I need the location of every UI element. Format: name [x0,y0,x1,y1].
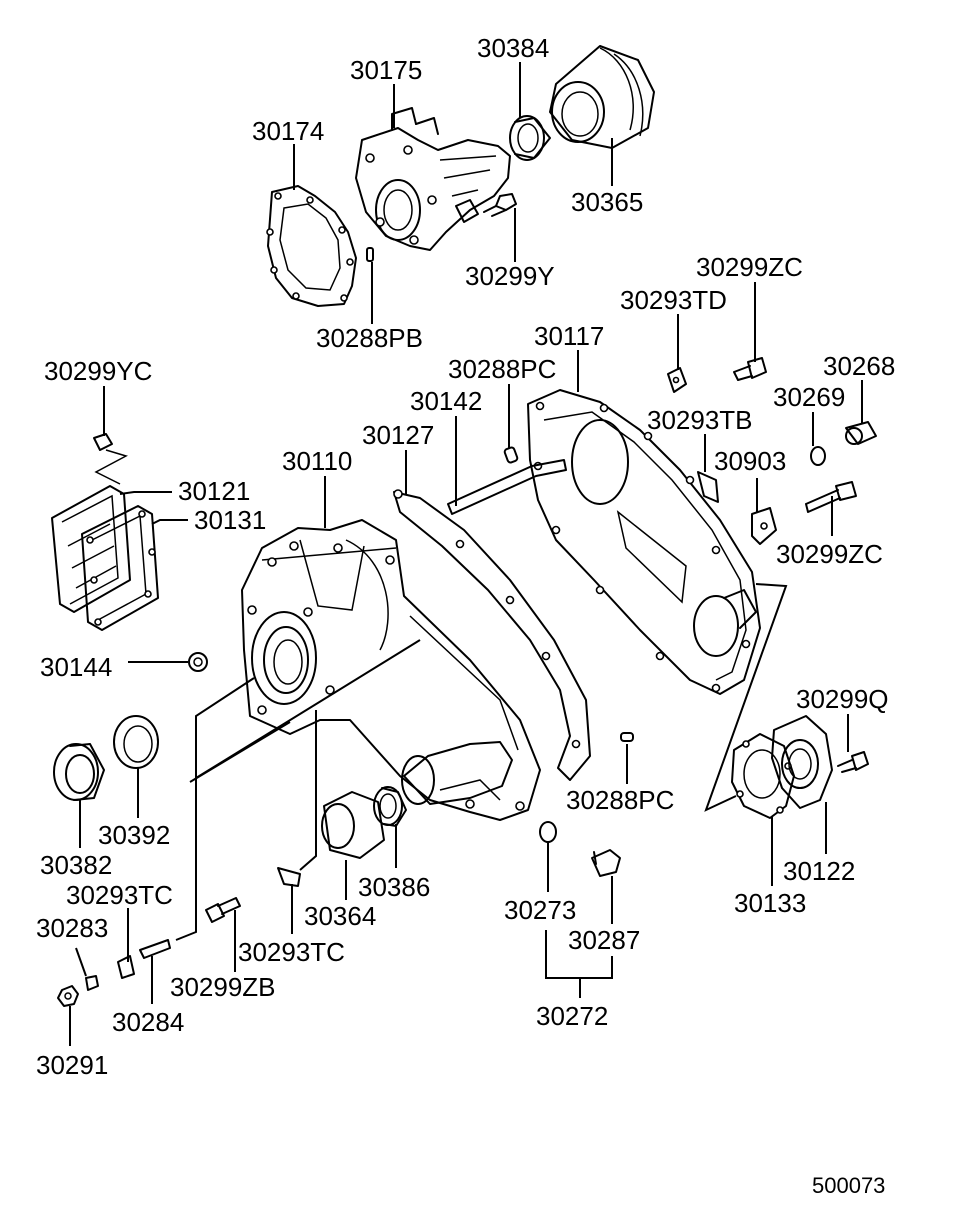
label-30142: 30142 [410,386,482,416]
pin-30288PC-top [503,446,519,464]
plug-30144 [188,652,208,672]
seal-30382 [53,743,105,801]
seal-30386 [373,786,407,827]
gasket-30131 [81,505,159,631]
label-30268: 30268 [823,351,895,381]
label-30117: 30117 [534,321,604,351]
extension-housing-30175 [355,107,511,251]
gasket-30127 [393,489,591,781]
label-30386: 30386 [358,872,430,902]
plug-30287 [591,849,621,877]
rear-case-30117 [527,389,761,695]
cover-30121 [51,485,131,613]
clip-30293TB [697,471,719,503]
leader-lines [69,62,863,1046]
clip-30293TD [667,367,687,393]
gasket-30174 [266,185,357,307]
label-30903: 30903 [714,446,786,476]
bracket-30903 [751,507,777,545]
label-30392: 30392 [98,820,170,850]
label-30299ZC-mid: 30299ZC [776,539,883,569]
label-30293TC-mid: 30293TC [238,937,345,967]
label-30284: 30284 [112,1007,184,1037]
label-30287: 30287 [568,925,640,955]
label-30269: 30269 [773,382,845,412]
pin-30288PC-bottom [620,732,634,742]
label-30382: 30382 [40,850,112,880]
nut-30291 [57,985,79,1007]
label-30299ZC-top: 30299ZC [696,252,803,282]
label-30131: 30131 [194,505,266,535]
label-30299Y: 30299Y [465,261,555,291]
label-30293TD: 30293TD [620,285,727,315]
gasket-30273 [539,821,557,843]
label-30174: 30174 [252,116,324,146]
label-30293TC-left: 30293TC [66,880,173,910]
bolt-30299Q [837,751,869,773]
bolt-30299ZB [205,897,241,923]
pin-30288PB [366,247,374,262]
nut-30283 [85,975,99,991]
oil-guide-30142 [447,459,567,515]
front-case-30110 [241,519,541,821]
clip-30293TC-left [117,955,135,979]
label-30122: 30122 [783,856,855,886]
label-30293TB: 30293TB [647,405,753,435]
label-30272: 30272 [536,1001,608,1031]
label-30121: 30121 [178,476,250,506]
label-30288PB: 30288PB [316,323,423,353]
label-30283: 30283 [36,913,108,943]
bolt-30299Y [483,193,517,217]
clip-30293TC-mid [277,867,301,887]
plug-30268 [845,421,877,445]
label-30299ZB: 30299ZB [170,972,276,1002]
label-30133: 30133 [734,888,806,918]
label-30291: 30291 [36,1050,108,1080]
stud-30284 [139,939,171,959]
label-30288PC-bottom: 30288PC [566,785,674,815]
label-30175: 30175 [350,55,422,85]
label-30299Q: 30299Q [796,684,889,714]
dust-cover-30365 [549,45,655,149]
label-30384: 30384 [477,33,549,63]
bolt-30299ZC-mid [805,481,857,513]
label-30299YC: 30299YC [44,356,152,386]
label-30127: 30127 [362,420,434,450]
gasket-30269 [810,446,826,466]
bolt-30299YC [93,433,128,485]
label-30110: 30110 [282,446,352,476]
bolt-30299ZC-top [733,357,767,381]
diagram-id: 500073 [812,1173,885,1198]
label-30365: 30365 [571,187,643,217]
washer-30392 [113,715,159,769]
label-30364: 30364 [304,901,376,931]
part-labels: 30384 30175 30174 30365 30299Y 30288PB 3… [36,33,895,1198]
label-30273: 30273 [504,895,576,925]
cover-30122 [771,715,833,809]
label-30144: 30144 [40,652,112,682]
label-30288PC-top: 30288PC [448,354,556,384]
dust-cover-30364 [321,791,385,859]
oil-seal-30384 [509,115,551,161]
